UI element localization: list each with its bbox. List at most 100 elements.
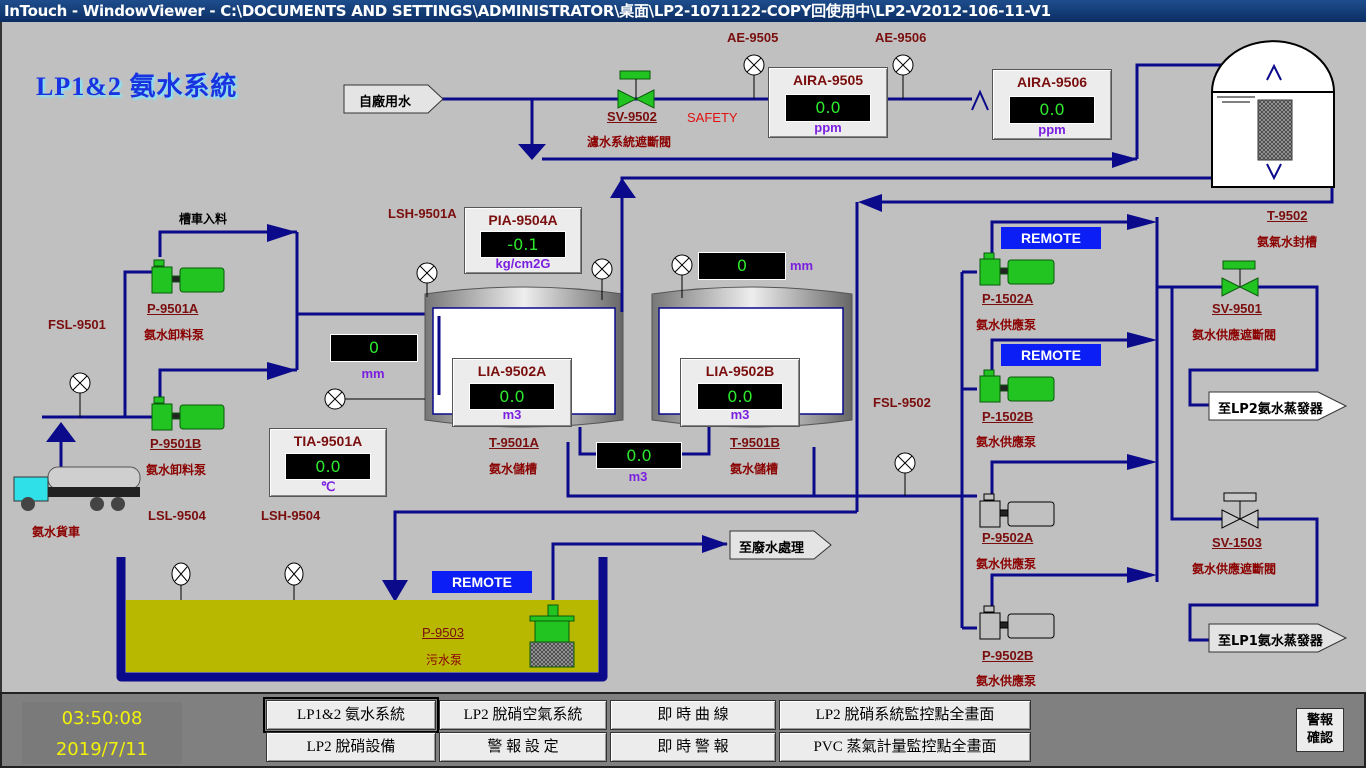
lsh9501a-bubble — [416, 262, 438, 284]
t9501b-level-mm: 0 — [698, 252, 786, 280]
p1502b-desc: 氨水供應泵 — [976, 435, 1037, 449]
sv9502-tag[interactable]: SV-9502 — [607, 109, 657, 124]
pump-p9501a-icon — [151, 259, 225, 294]
total-volume-unit: m3 — [628, 469, 648, 484]
p9502a-desc: 氨水供應泵 — [976, 557, 1037, 571]
dest-wastewater-label: 至廢水處理 — [739, 541, 805, 556]
plant-water-source[interactable]: 自廠用水 — [343, 84, 445, 114]
aira9506-panel[interactable]: AIRA-9506 0.0 ppm — [992, 69, 1112, 140]
fsl9502-tag: FSL-9502 — [873, 395, 931, 410]
tia9501a-value: 0.0 — [285, 453, 371, 480]
tia9501a-tag: TIA-9501A — [293, 433, 363, 449]
nav-lp12-ammonia[interactable]: LP1&2 氨水系統 — [263, 697, 439, 733]
sv9501-valve-icon — [1221, 260, 1259, 297]
pump-p9501b-icon — [151, 396, 225, 431]
nav-realtime-trend[interactable]: 即 時 曲 線 — [610, 700, 776, 730]
lsh9501a-tag: LSH-9501A — [388, 206, 457, 221]
sv9501-tag[interactable]: SV-9501 — [1212, 301, 1262, 316]
tia9501a-panel[interactable]: TIA-9501A 0.0 ℃ — [269, 428, 387, 497]
pump-p1502b-icon — [979, 369, 1055, 403]
dest-lp1-evaporator[interactable]: 至LP1氨水蒸發器 — [1208, 623, 1348, 653]
page-title: LP1&2 氨水系統 — [36, 72, 238, 101]
p1502a-desc: 氨水供應泵 — [976, 318, 1037, 332]
tank-inlet-label: 槽車入料 — [179, 212, 228, 226]
dest-lp2-evaporator[interactable]: 至LP2氨水蒸發器 — [1208, 391, 1348, 421]
p9502b-desc: 氨水供應泵 — [976, 674, 1037, 688]
sv9502-valve-icon — [617, 70, 655, 109]
t9501a-tag[interactable]: T-9501A — [489, 435, 539, 450]
pia9504a-tag: PIA-9504A — [488, 212, 558, 228]
p9503-tag[interactable]: P-9503 — [422, 625, 464, 640]
lsl9504-bubble — [171, 562, 191, 586]
t9501b-desc: 氨水儲槽 — [730, 462, 779, 476]
ae9506-bubble — [892, 54, 914, 76]
pump-p9503-icon — [529, 604, 575, 668]
aira9505-unit: ppm — [814, 120, 842, 135]
t9501a-level-unit: mm — [361, 366, 385, 381]
nav-lp2-denox-air[interactable]: LP2 脫硝空氣系統 — [439, 700, 607, 730]
t9501b-level-unit: mm — [790, 258, 814, 273]
pump-p9502a-icon — [979, 493, 1055, 528]
p1502b-tag[interactable]: P-1502B — [982, 409, 1034, 424]
window-title-bar: InTouch - WindowViewer - C:\DOCUMENTS AN… — [0, 0, 1366, 22]
lia9502a-value: 0.0 — [469, 383, 555, 410]
p9501b-tag[interactable]: P-9501B — [150, 436, 202, 451]
safety-label: SAFETY — [687, 110, 738, 125]
sv9502-desc: 濾水系統遮斷閥 — [587, 135, 672, 149]
alarm-ack-line1: 警報 — [1306, 713, 1333, 728]
p9503-desc: 污水泵 — [426, 653, 463, 667]
pia9504a-unit: kg/cm2G — [495, 256, 551, 271]
p9501a-tag[interactable]: P-9501A — [147, 301, 199, 316]
aira9505-value: 0.0 — [785, 94, 871, 122]
truck-label: 氨水貨車 — [32, 525, 81, 539]
p9502b-tag[interactable]: P-9502B — [982, 648, 1034, 663]
pump-p1502a-icon — [979, 252, 1055, 286]
plant-water-label: 自廠用水 — [359, 95, 412, 110]
nav-alarm-settings[interactable]: 警 報 設 定 — [439, 732, 607, 762]
sv9501-desc: 氨水供應遮斷閥 — [1192, 328, 1277, 342]
nav-lp2-denox-overview[interactable]: LP2 脫硝系統監控點全畫面 — [779, 700, 1031, 730]
alarm-ack-button[interactable]: 警報 確認 — [1296, 708, 1344, 752]
fsl9501-bubble — [69, 372, 91, 394]
nav-lp2-denox-equipment[interactable]: LP2 脫硝設備 — [266, 732, 436, 762]
clock-time: 03:50:08 — [61, 708, 143, 729]
aira9506-unit: ppm — [1038, 122, 1066, 137]
clock-date: 2019/7/11 — [55, 739, 149, 760]
t9501b-tag[interactable]: T-9501B — [730, 435, 780, 450]
aira9505-panel[interactable]: AIRA-9505 0.0 ppm — [768, 67, 888, 138]
ammonia-truck-icon — [13, 466, 141, 511]
pia9504a-value: -0.1 — [480, 231, 566, 258]
lia9502b-panel[interactable]: LIA-9502B 0.0 m3 — [680, 358, 800, 427]
dest-lp1-label: 至LP1氨水蒸發器 — [1218, 634, 1323, 649]
ae9505-tag: AE-9505 — [727, 30, 779, 45]
lia9502b-tag: LIA-9502B — [705, 363, 775, 379]
lsh9504-tag: LSH-9504 — [261, 508, 321, 523]
dest-wastewater[interactable]: 至廢水處理 — [729, 530, 833, 560]
t9501a-level-mm: 0 — [330, 334, 418, 362]
fsl9502-bubble — [894, 452, 916, 474]
p9502a-tag[interactable]: P-9502A — [982, 530, 1034, 545]
sump-pit — [116, 557, 608, 682]
t9501a-desc: 氨水儲槽 — [489, 462, 538, 476]
tia-bubble — [324, 388, 346, 410]
lia9502b-unit: m3 — [730, 407, 750, 422]
p1502a-tag[interactable]: P-1502A — [982, 291, 1034, 306]
aira9506-value: 0.0 — [1009, 96, 1095, 124]
fsl9501-tag: FSL-9501 — [48, 317, 106, 332]
sv1503-valve-icon — [1221, 492, 1259, 529]
sv1503-tag[interactable]: SV-1503 — [1212, 535, 1262, 550]
nav-pvc-steam-overview[interactable]: PVC 蒸氣計量監控點全畫面 — [779, 732, 1031, 762]
footer-nav-bar: 03:50:08 2019/7/11 LP1&2 氨水系統 LP2 脫硝空氣系統… — [0, 692, 1366, 768]
p9501a-desc: 氨水卸料泵 — [144, 328, 205, 342]
t9502-tag[interactable]: T-9502 — [1267, 208, 1308, 223]
lsh9504-bubble — [284, 562, 304, 586]
process-pipes — [13, 40, 1336, 682]
pia9504a-bubble — [591, 258, 613, 280]
seal-tank-t9502 — [1210, 40, 1336, 188]
pump-p9502b-icon — [979, 605, 1055, 640]
alarm-ack-line2: 確認 — [1306, 731, 1333, 746]
pia9504a-panel[interactable]: PIA-9504A -0.1 kg/cm2G — [464, 207, 582, 274]
nav-realtime-alarm[interactable]: 即 時 警 報 — [610, 732, 776, 762]
sv1503-desc: 氨水供應遮斷閥 — [1192, 562, 1277, 576]
lia9502a-panel[interactable]: LIA-9502A 0.0 m3 — [452, 358, 572, 427]
